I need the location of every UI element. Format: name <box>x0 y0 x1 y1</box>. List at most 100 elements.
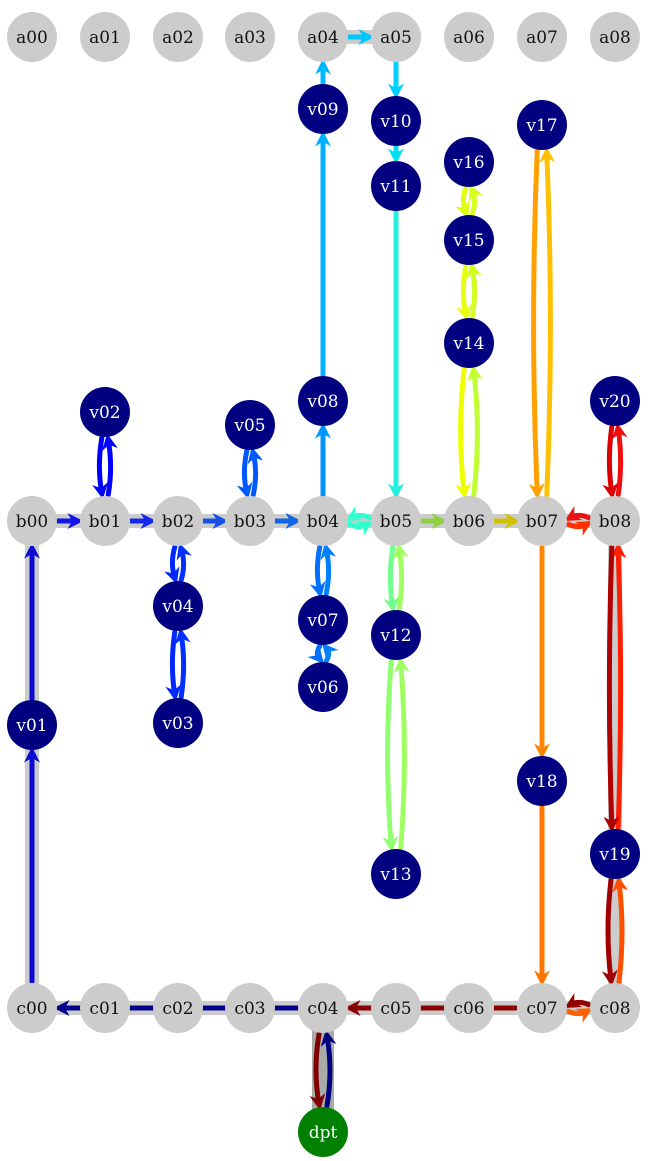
node-label: v04 <box>161 597 193 617</box>
node-label: v13 <box>379 865 411 885</box>
node-label: b08 <box>599 512 632 532</box>
route-arrow-v12-v13 <box>382 658 399 853</box>
node-a02: a02 <box>153 12 203 62</box>
vertex-node-circle <box>298 376 348 426</box>
node-label: v20 <box>598 392 630 412</box>
grid-node-circle <box>225 12 275 62</box>
vertex-node-circle <box>80 387 130 437</box>
node-label: b07 <box>526 512 559 532</box>
route-arrow-v16-v15 <box>454 185 470 218</box>
node-a01: a01 <box>80 12 130 62</box>
route-arrow-b02-v04 <box>164 544 180 585</box>
vertex-node-circle <box>153 698 203 748</box>
node-label: b02 <box>162 512 195 532</box>
route-arrow-v20-b08 <box>602 424 619 500</box>
node-label: c00 <box>16 999 47 1019</box>
vertex-node-circle <box>153 581 203 631</box>
route-arrow-b07-b08 <box>565 521 593 536</box>
vertex-node-circle <box>444 137 494 187</box>
node-label: v15 <box>452 231 484 251</box>
node-v03: v03 <box>153 698 203 748</box>
route-arrow-b03-v05 <box>247 446 264 498</box>
grid-node-circle <box>153 12 203 62</box>
route-arrow-b07-v17 <box>539 146 556 498</box>
grid-node-circle <box>298 496 348 546</box>
route-arrow-v15-v16 <box>468 184 484 217</box>
node-label: c01 <box>89 999 120 1019</box>
node-a07: a07 <box>517 12 567 62</box>
vertex-node-circle <box>298 84 348 134</box>
node-label: v17 <box>525 116 557 136</box>
node-v02: v02 <box>80 387 130 437</box>
vertex-node-circle <box>371 96 421 146</box>
vertex-node-circle <box>298 595 348 645</box>
route-arrow-v06-v07 <box>321 643 339 664</box>
grid-node-circle <box>590 12 640 62</box>
node-v01: v01 <box>7 700 57 750</box>
node-v07: v07 <box>298 595 348 645</box>
node-v10: v10 <box>371 96 421 146</box>
node-label: dpt <box>309 1123 338 1143</box>
node-label: v01 <box>15 716 47 736</box>
grid-node-circle <box>444 983 494 1033</box>
node-label: c07 <box>526 999 557 1019</box>
node-b02: b02 <box>153 496 203 546</box>
vertex-node-circle <box>444 318 494 368</box>
vertex-node-circle <box>517 100 567 150</box>
route-arrow-v17-b07 <box>528 148 545 500</box>
node-c03: c03 <box>225 983 275 1033</box>
node-b01: b01 <box>80 496 130 546</box>
grid-node-circle <box>298 12 348 62</box>
node-label: v16 <box>452 153 484 173</box>
vertex-node-circle <box>517 756 567 806</box>
grid-node-circle <box>225 496 275 546</box>
route-arrow-v14-v15 <box>466 261 482 320</box>
node-label: v06 <box>306 678 338 698</box>
route-arrow-v13-v12 <box>393 656 410 851</box>
node-c07: c07 <box>517 983 567 1033</box>
node-b00: b00 <box>7 496 57 546</box>
node-v05: v05 <box>225 400 275 450</box>
route-arrow-v07-v06 <box>307 643 325 664</box>
depot-node-circle <box>298 1107 348 1157</box>
node-v06: v06 <box>298 662 348 712</box>
node-label: c04 <box>307 999 338 1019</box>
node-b03: b03 <box>225 496 275 546</box>
grid-node-circle <box>80 983 130 1033</box>
node-a08: a08 <box>590 12 640 62</box>
node-label: v10 <box>379 112 411 132</box>
route-arrow-v04-v03 <box>165 629 182 702</box>
node-a05: a05 <box>371 12 421 62</box>
grid-node-circle <box>371 983 421 1033</box>
vertex-node-circle <box>590 829 640 879</box>
node-label: c02 <box>162 999 193 1019</box>
grid-node-circle <box>590 496 640 546</box>
node-label: v07 <box>306 611 338 631</box>
route-arrow-v15-v14 <box>456 263 472 322</box>
node-v13: v13 <box>371 849 421 899</box>
node-label: v11 <box>379 177 411 197</box>
node-label: v02 <box>88 403 120 423</box>
node-c01: c01 <box>80 983 130 1033</box>
node-label: v19 <box>598 845 630 865</box>
route-arrow-c07-c08 <box>565 1008 593 1023</box>
grid-node-circle <box>371 496 421 546</box>
grid-node-circle <box>298 983 348 1033</box>
route-arrow-b01-v02 <box>102 433 118 498</box>
route-arrow-v12-b05 <box>392 542 409 612</box>
node-dpt: dpt <box>298 1107 348 1157</box>
node-label: a01 <box>89 28 121 48</box>
node-c05: c05 <box>371 983 421 1033</box>
route-arrow-v19-c08 <box>601 877 618 987</box>
node-label: v05 <box>233 416 265 436</box>
route-arrow-b08-v20 <box>611 422 628 498</box>
node-c04: c04 <box>298 983 348 1033</box>
node-label: b04 <box>307 512 340 532</box>
vertex-node-circle <box>590 376 640 426</box>
grid-node-circle <box>80 496 130 546</box>
grid-node-circle <box>371 12 421 62</box>
route-arrow-v03-v04 <box>174 627 191 700</box>
node-v04: v04 <box>153 581 203 631</box>
node-b05: b05 <box>371 496 421 546</box>
node-label: b06 <box>453 512 486 532</box>
